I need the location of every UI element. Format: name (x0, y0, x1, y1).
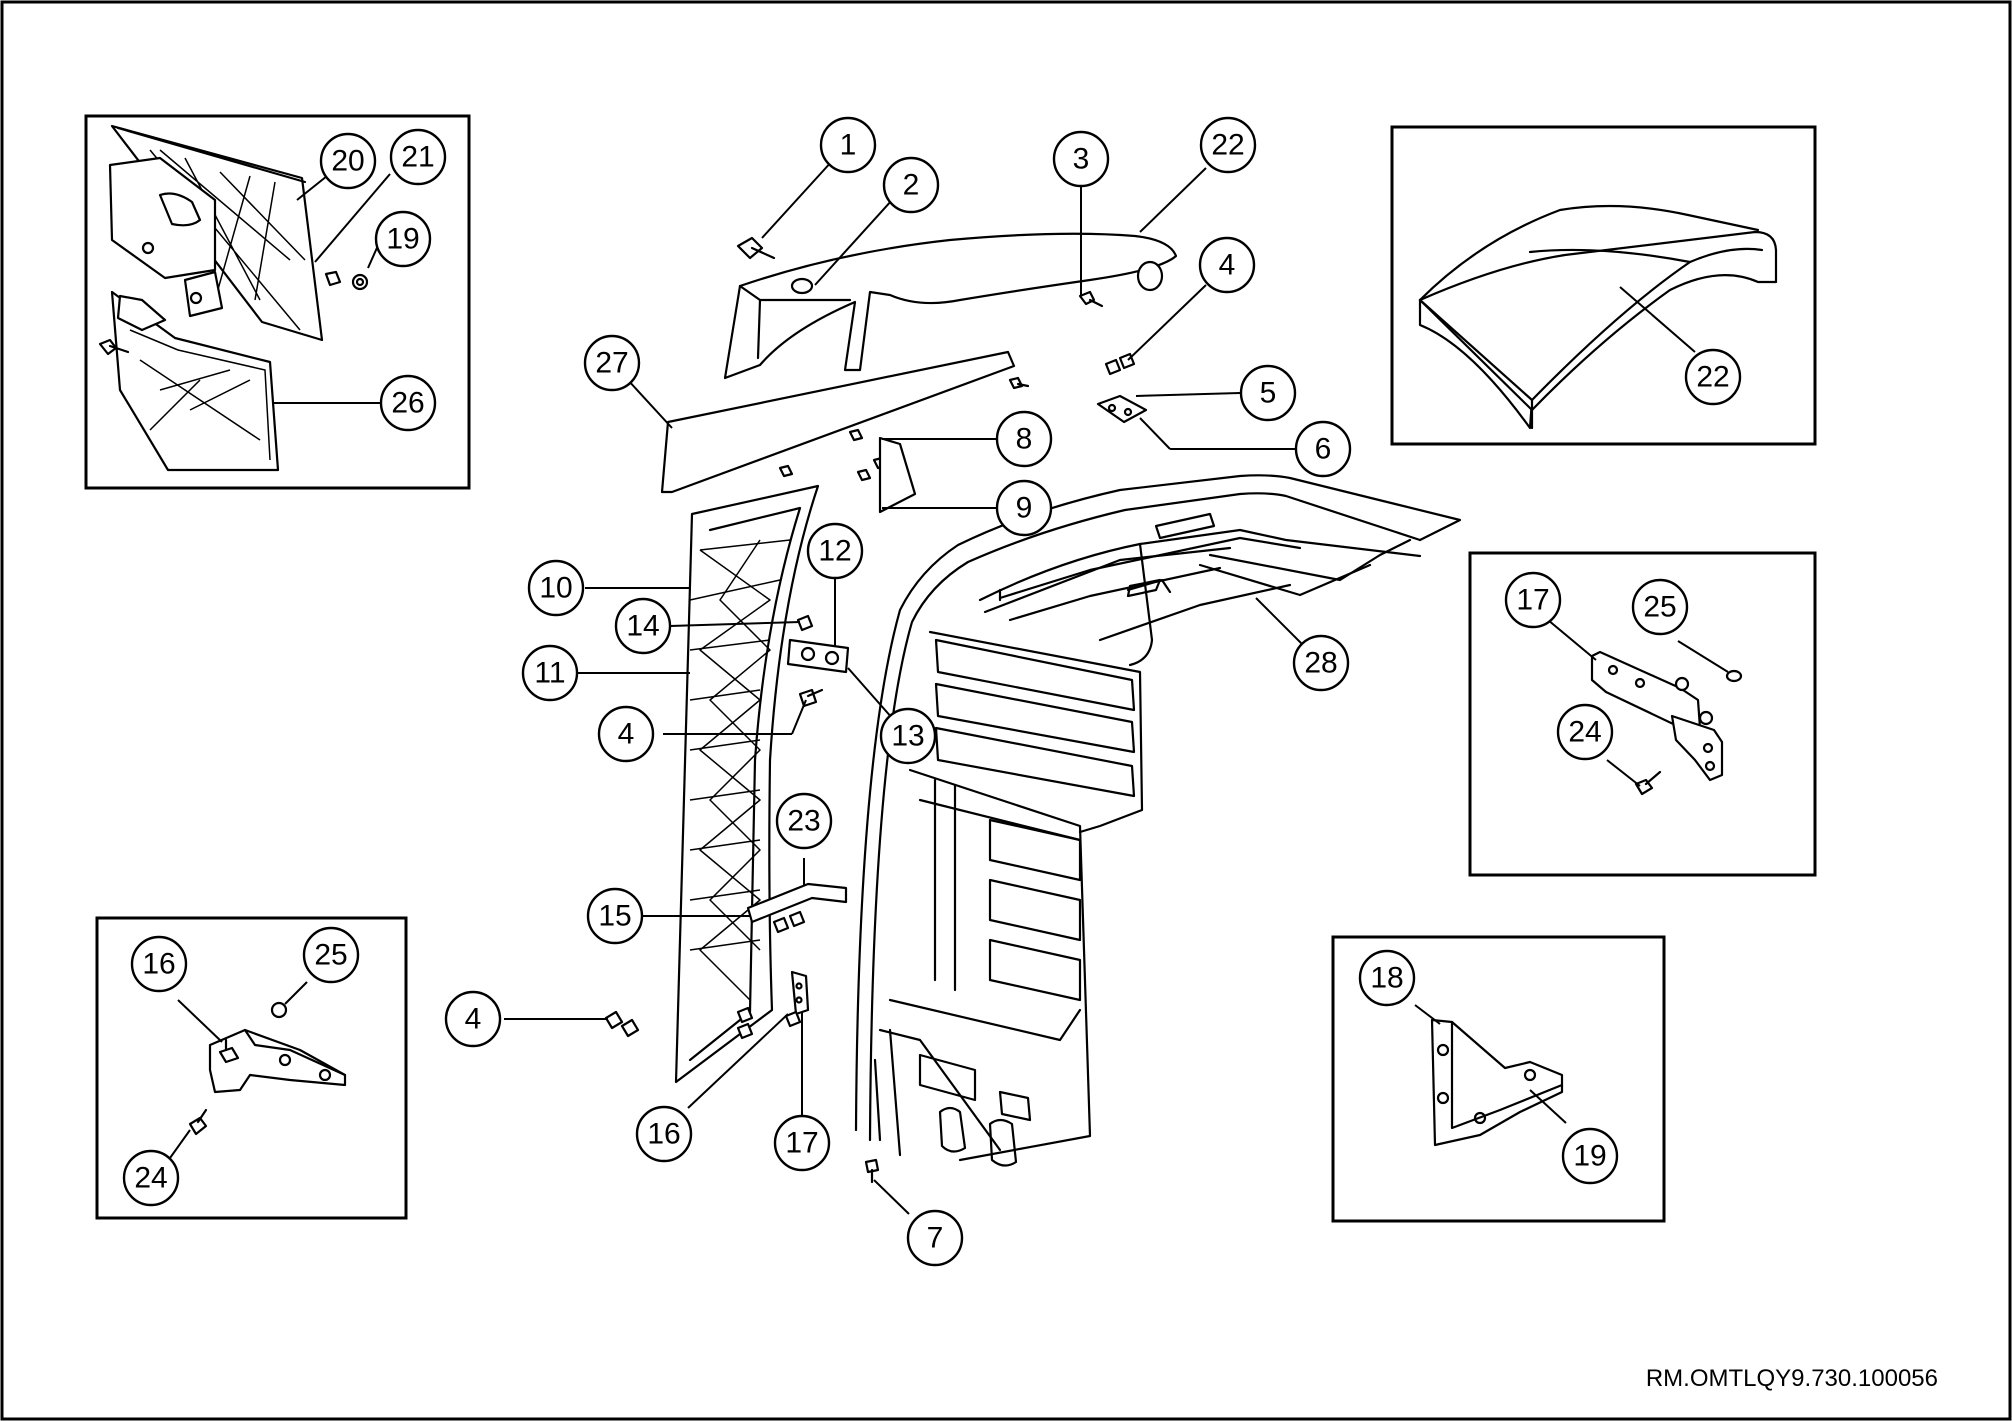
callout-11: 11 (521, 644, 579, 702)
side-panel-part-10-11 (674, 484, 820, 1084)
detail-3-callout-17: 17 (1504, 571, 1562, 629)
svg-text:4: 4 (465, 1003, 482, 1036)
svg-text:5: 5 (1260, 377, 1277, 410)
detail-1-callout-20: 20 (319, 132, 377, 190)
svg-text:10: 10 (539, 572, 572, 605)
callout-4: 4 (444, 990, 502, 1048)
callout-7: 7 (906, 1209, 964, 1267)
svg-text:28: 28 (1304, 647, 1337, 680)
cab-body-part-28 (854, 474, 1462, 1132)
top-cover-part-22 (723, 232, 1178, 380)
svg-text:3: 3 (1073, 143, 1090, 176)
callout-13: 13 (879, 707, 937, 765)
detail-1-callout-26: 26 (379, 374, 437, 432)
svg-text:4: 4 (1219, 249, 1236, 282)
document-reference-code: RM.OMTLQY9.730.100056 (1646, 1365, 1938, 1392)
detail-1-callout-21: 21 (389, 128, 447, 186)
detail-4-callout-24: 24 (122, 1149, 180, 1207)
svg-text:26: 26 (391, 387, 424, 420)
svg-text:9: 9 (1016, 492, 1033, 525)
svg-text:14: 14 (626, 610, 659, 643)
callout-12: 12 (806, 522, 864, 580)
svg-text:18: 18 (1370, 962, 1403, 995)
detail-4-callout-25: 25 (302, 926, 360, 984)
callout-2: 2 (882, 156, 940, 214)
svg-text:12: 12 (818, 535, 851, 568)
svg-text:17: 17 (1516, 584, 1549, 617)
trim-strip-part-27 (660, 350, 1016, 494)
svg-text:22: 22 (1696, 361, 1729, 394)
svg-text:8: 8 (1016, 423, 1033, 456)
callout-9: 9 (995, 479, 1053, 537)
svg-text:23: 23 (787, 805, 820, 838)
detail-5-callout-18: 18 (1358, 949, 1416, 1007)
svg-text:22: 22 (1211, 129, 1244, 162)
callout-17: 17 (773, 1114, 831, 1172)
callout-4: 4 (597, 705, 655, 763)
svg-text:16: 16 (142, 948, 175, 981)
detail-4-callout-16: 16 (130, 935, 188, 993)
callout-10: 10 (527, 559, 585, 617)
callout-8: 8 (995, 410, 1053, 468)
svg-text:11: 11 (534, 657, 565, 690)
svg-text:6: 6 (1315, 433, 1332, 466)
callout-23: 23 (775, 792, 833, 850)
callout-15: 15 (586, 887, 644, 945)
detail-3-callout-25: 25 (1631, 578, 1689, 636)
svg-text:1: 1 (840, 129, 857, 162)
callout-5: 5 (1239, 364, 1297, 422)
svg-text:20: 20 (331, 145, 364, 178)
svg-text:25: 25 (1643, 591, 1676, 624)
callout-1: 1 (819, 116, 877, 174)
svg-text:16: 16 (647, 1118, 680, 1151)
svg-text:13: 13 (891, 720, 924, 753)
svg-text:19: 19 (386, 223, 419, 256)
detail-5-callout-19: 19 (1561, 1127, 1619, 1185)
svg-text:19: 19 (1573, 1140, 1606, 1173)
callout-6: 6 (1294, 420, 1352, 478)
callout-22: 22 (1199, 116, 1257, 174)
svg-text:27: 27 (595, 347, 628, 380)
detail-2-callout-22: 22 (1684, 348, 1742, 406)
svg-text:2: 2 (903, 169, 920, 202)
detail-1-callout-19: 19 (374, 210, 432, 268)
callout-27: 27 (583, 334, 641, 392)
svg-text:25: 25 (314, 939, 347, 972)
svg-text:7: 7 (927, 1222, 944, 1255)
callout-3: 3 (1052, 130, 1110, 188)
detail-box-cover-top-right (1390, 125, 1817, 446)
svg-text:15: 15 (598, 900, 631, 933)
svg-text:21: 21 (401, 141, 434, 174)
svg-text:24: 24 (1568, 716, 1601, 749)
svg-text:17: 17 (785, 1127, 818, 1160)
detail-3-callout-24: 24 (1556, 703, 1614, 761)
svg-text:4: 4 (618, 718, 635, 751)
callout-28: 28 (1292, 634, 1350, 692)
callout-16: 16 (635, 1105, 693, 1163)
callout-4: 4 (1198, 236, 1256, 294)
callout-14: 14 (614, 597, 672, 655)
svg-text:24: 24 (134, 1162, 167, 1195)
